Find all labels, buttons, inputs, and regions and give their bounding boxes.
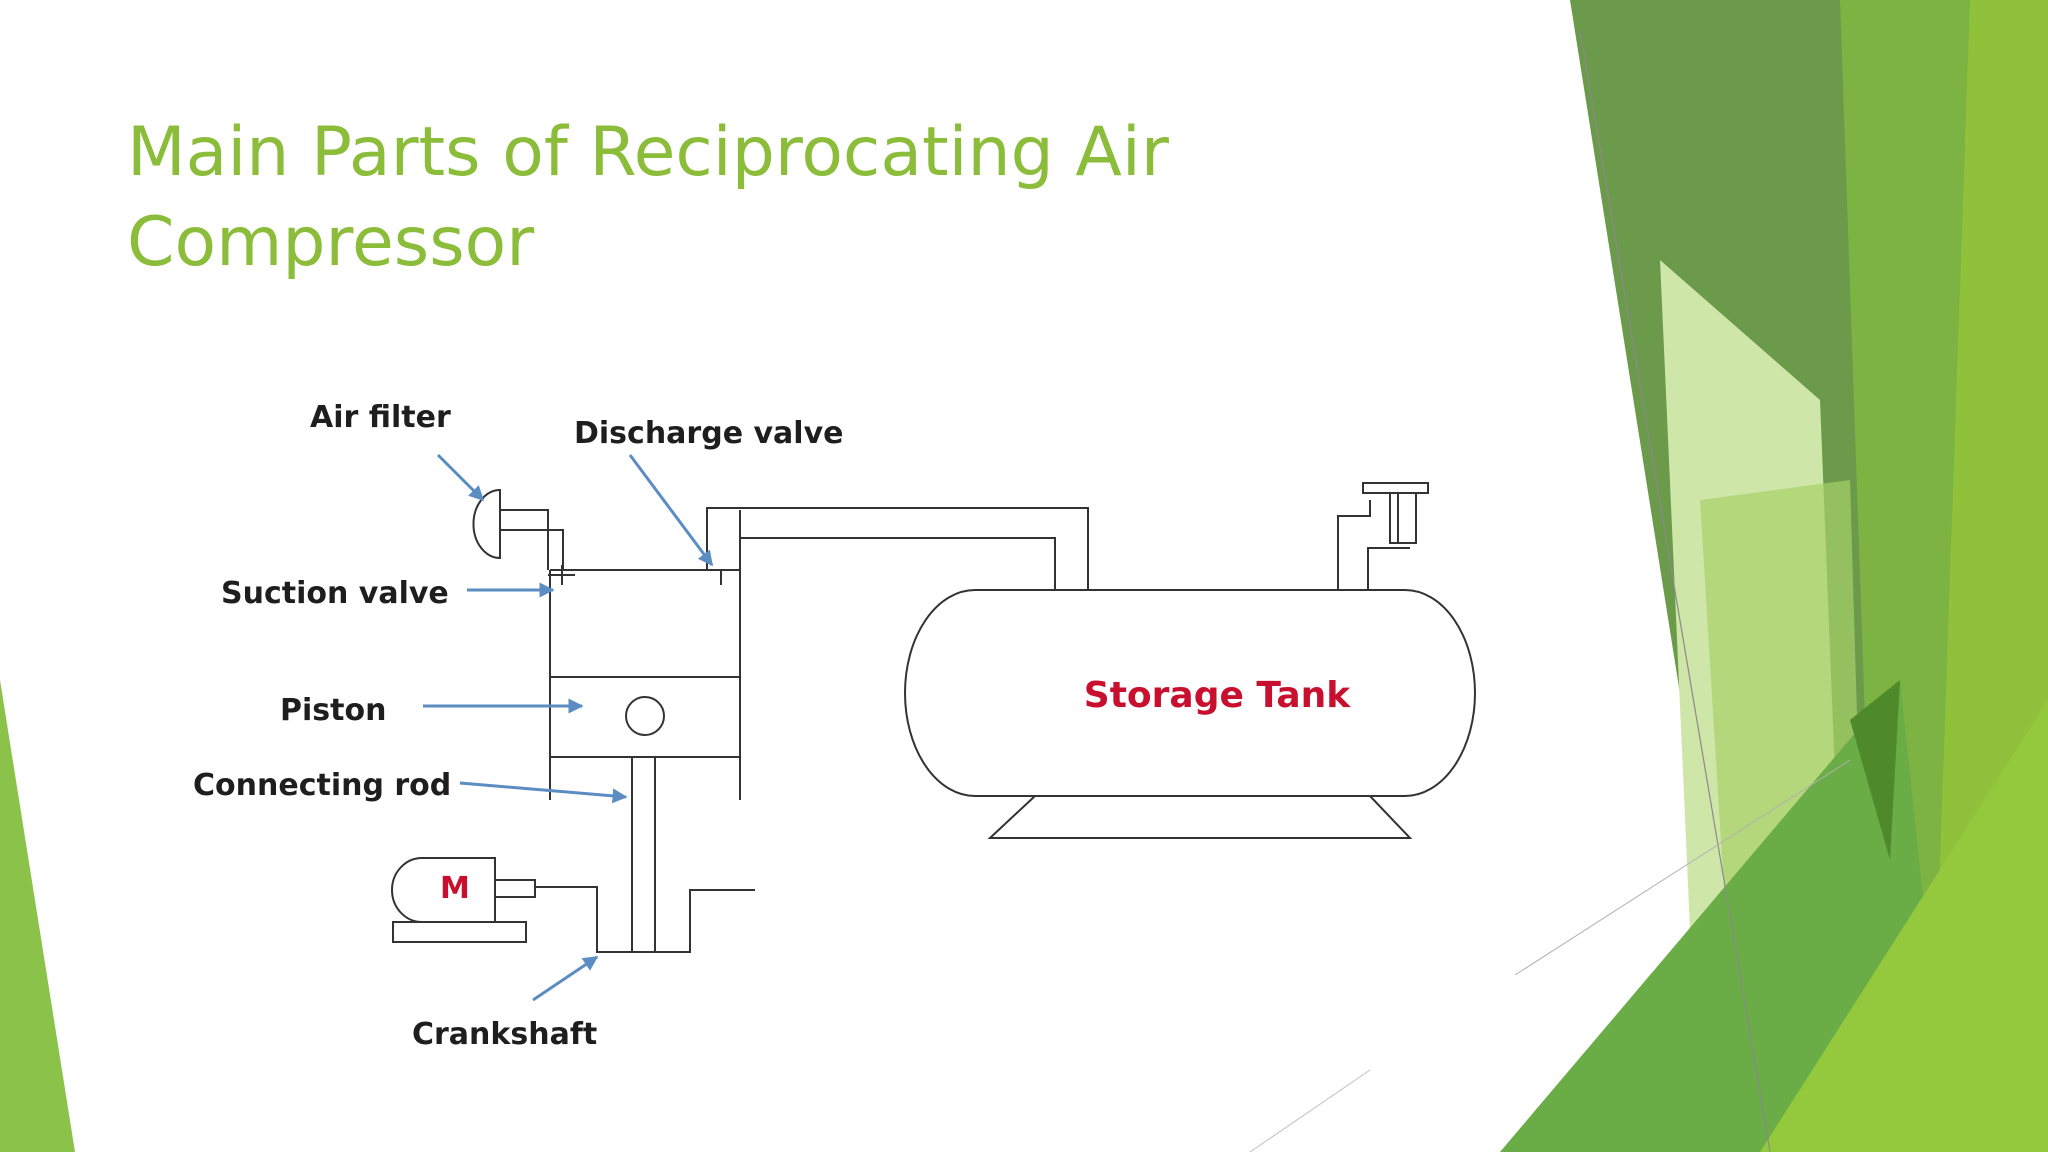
crankcase xyxy=(535,886,755,953)
air-filter-label: Air filter xyxy=(310,400,451,435)
thin-deco-line-2 xyxy=(1514,759,1851,976)
thin-deco-line-3 xyxy=(1249,1069,1371,1152)
left-green-sliver xyxy=(0,680,75,1152)
motor-label: M xyxy=(440,871,470,906)
corner-dark-panel xyxy=(1850,680,1900,860)
slide-title: Main Parts of Reciprocating Air Compress… xyxy=(127,108,1427,288)
slide-title-line-1: Main Parts of Reciprocating Air xyxy=(127,113,1169,192)
tank-valve xyxy=(1337,482,1429,590)
air-filter-arrow xyxy=(436,453,485,502)
discharge-valve-label: Discharge valve xyxy=(574,416,843,451)
air-filter xyxy=(472,488,564,570)
storage-tank-label: Storage Tank xyxy=(1084,675,1351,716)
discharge-valve xyxy=(710,569,733,585)
connecting-rod xyxy=(631,757,656,952)
connecting-rod-arrow xyxy=(459,781,628,804)
thin-deco-line-1 xyxy=(1579,29,1771,1152)
discharge-valve-arrow xyxy=(628,454,714,567)
suction-valve xyxy=(548,565,575,585)
crankshaft-arrow xyxy=(532,955,599,1002)
bottom-bright-panel xyxy=(1760,700,2048,1152)
piston xyxy=(550,676,740,758)
piston-label: Piston xyxy=(280,693,386,728)
crankshaft-label: Crankshaft xyxy=(412,1017,597,1052)
discharge-pipe xyxy=(706,507,1089,590)
suction-valve-label: Suction valve xyxy=(221,576,449,611)
connecting-rod-label: Connecting rod xyxy=(193,768,451,803)
motor xyxy=(391,857,536,943)
slide-title-line-2: Compressor xyxy=(127,203,535,282)
storage-tank xyxy=(904,589,1476,839)
